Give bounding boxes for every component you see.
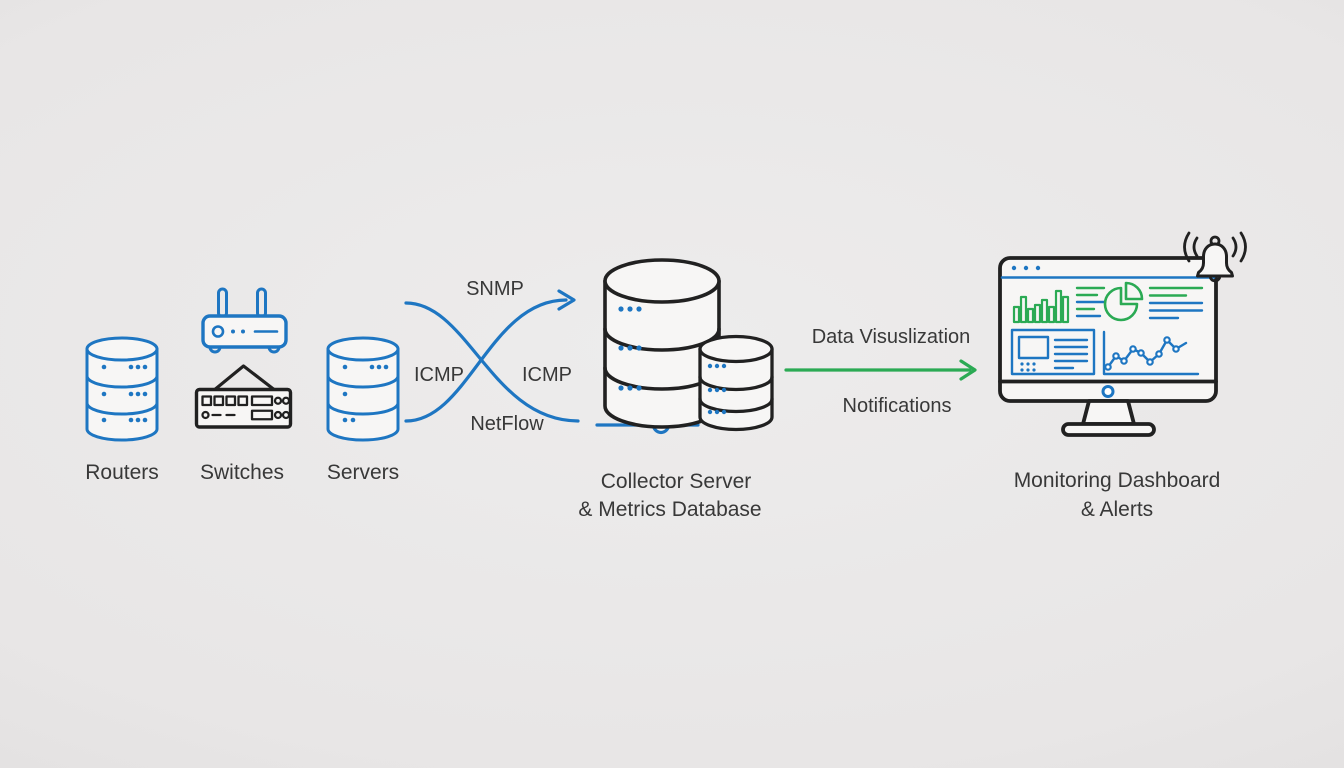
dashboard-label-line2: & Alerts — [1081, 498, 1153, 521]
wireless-router-icon — [201, 287, 288, 354]
alert-bell-icon — [1183, 231, 1247, 283]
monitor-stand — [1081, 399, 1136, 426]
servers-label: Servers — [327, 461, 399, 484]
icmp-left-label: ICMP — [414, 364, 464, 386]
data-flow-arrow — [784, 359, 977, 381]
servers-database-icon — [326, 336, 400, 442]
stat-lines-left — [1075, 286, 1106, 318]
dashboard-label-line1: Monitoring Dashboard — [1014, 469, 1221, 492]
stat-lines-right — [1148, 286, 1204, 320]
collector-label-line1: Collector Server — [601, 470, 752, 493]
collector-label-line2: & Metrics Database — [578, 498, 761, 521]
netflow-label: NetFlow — [470, 413, 544, 435]
line-chart-icon — [1102, 330, 1200, 376]
routers-label: Routers — [85, 461, 159, 484]
network-switch-icon — [194, 364, 293, 429]
routers-database-icon — [85, 336, 159, 442]
snmp-flow-arrow — [404, 289, 576, 423]
data-visualization-label: Data Visuslization — [812, 326, 971, 348]
metrics-database-icon — [698, 334, 774, 432]
snmp-label: SNMP — [466, 278, 524, 300]
browser-dots-icon — [1011, 265, 1041, 271]
monitor-base — [1061, 422, 1156, 437]
monitor-camera-dot — [1101, 385, 1115, 398]
monitor-dashboard-icon — [998, 256, 1218, 437]
pie-chart-icon — [1103, 281, 1144, 322]
icmp-right-label: ICMP — [522, 364, 572, 386]
bar-chart-icon — [1012, 289, 1070, 324]
switches-label: Switches — [200, 461, 284, 484]
notifications-label: Notifications — [843, 395, 952, 417]
netflow-curve — [404, 301, 580, 423]
report-panel-icon — [1010, 328, 1096, 376]
